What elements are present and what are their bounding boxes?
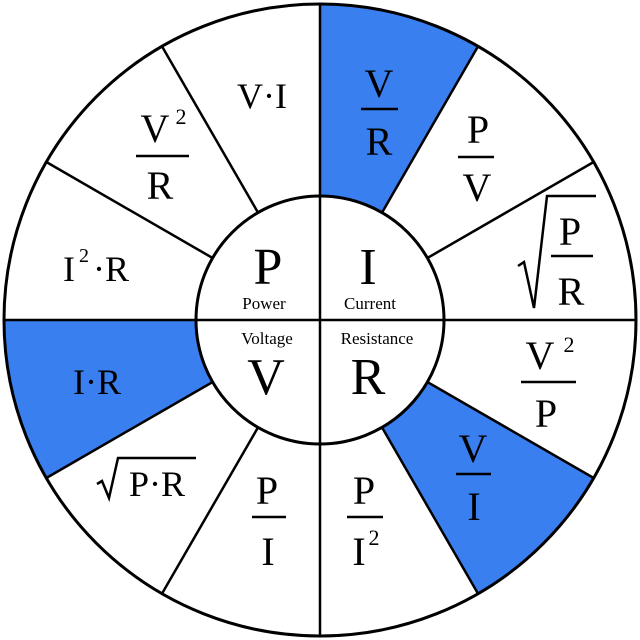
- formula-sqrt-p-times-r: P·R: [96, 456, 196, 504]
- svg-text:R: R: [147, 163, 174, 208]
- svg-text:P: P: [353, 468, 375, 513]
- current-letter: I: [359, 239, 376, 296]
- formula-v-squared-over-r: V 2 R: [136, 104, 189, 208]
- svg-text:I: I: [467, 484, 480, 529]
- svg-text:V: V: [459, 426, 488, 471]
- segment-divider-5: [380, 426, 480, 595]
- formula-v-over-i: V I: [456, 426, 491, 529]
- segment-divider-11: [160, 45, 260, 214]
- segment-divider-1: [380, 45, 480, 214]
- svg-text:V: V: [141, 106, 170, 151]
- segment-wedge-6: [162, 427, 320, 636]
- formula-p-over-i: P I: [252, 468, 286, 574]
- svg-text:2: 2: [564, 332, 575, 357]
- segment-wedge-2: [427, 162, 636, 320]
- svg-text:V: V: [463, 165, 492, 210]
- svg-text:2: 2: [79, 245, 89, 267]
- svg-text:2: 2: [176, 104, 187, 129]
- segment-wedge-8: [4, 320, 213, 478]
- segment-divider-7: [160, 426, 260, 595]
- formula-v-times-i: V·I: [237, 76, 287, 116]
- segment-divider-8: [45, 380, 214, 480]
- formula-v-squared-over-p: V 2 P: [521, 332, 576, 436]
- formula-p-over-v: P V: [458, 107, 494, 210]
- segment-dividers: [4, 4, 636, 636]
- resistance-label: Resistance: [341, 329, 414, 348]
- svg-text:P·R: P·R: [129, 464, 185, 504]
- svg-text:V·I: V·I: [237, 76, 287, 116]
- sqrt-symbol: [96, 456, 196, 503]
- svg-text:P: P: [256, 468, 278, 513]
- svg-text:V: V: [526, 333, 555, 378]
- segment-wedge-7: [46, 382, 259, 594]
- formula-sqrt-p-over-r: P R: [517, 194, 596, 314]
- resistance-letter: R: [351, 349, 386, 406]
- segment-wedge-1: [382, 46, 594, 259]
- segment-wedge-4: [382, 382, 594, 594]
- segment-divider-10: [45, 160, 214, 260]
- voltage-label: Voltage: [241, 329, 293, 348]
- current-label: Current: [344, 294, 396, 313]
- svg-text:P: P: [559, 209, 581, 254]
- formula-v-over-r-top: V R: [361, 61, 398, 164]
- svg-text:V: V: [365, 61, 394, 106]
- svg-text:I: I: [63, 249, 75, 289]
- power-label: Power: [242, 294, 286, 313]
- svg-text:P: P: [467, 107, 489, 152]
- svg-text:I: I: [352, 529, 365, 574]
- segment-wedge-5: [320, 427, 478, 636]
- power-letter: P: [254, 239, 283, 296]
- segment-wedge-9: [4, 162, 213, 320]
- segment-wedge-0: [320, 4, 478, 213]
- voltage-letter: V: [247, 349, 285, 406]
- svg-text:I: I: [261, 529, 274, 574]
- svg-text:R: R: [558, 269, 585, 314]
- segment-wedge-3: [427, 320, 636, 478]
- segment-divider-4: [426, 380, 595, 480]
- segment-wedges: [4, 4, 636, 636]
- segment-divider-2: [426, 160, 595, 260]
- segment-wedge-10: [46, 46, 259, 259]
- formula-i-squared-times-r: I 2 ·R: [63, 245, 129, 289]
- formula-i-times-r: I·R: [73, 362, 121, 402]
- svg-text:2: 2: [369, 525, 380, 550]
- formula-p-over-i-squared: P I 2: [347, 468, 383, 574]
- segment-wedge-11: [162, 4, 320, 213]
- svg-text:I·R: I·R: [73, 362, 121, 402]
- svg-text:R: R: [366, 119, 393, 164]
- sqrt-symbol: [517, 194, 596, 309]
- svg-text:·R: ·R: [93, 249, 129, 289]
- svg-text:P: P: [535, 391, 557, 436]
